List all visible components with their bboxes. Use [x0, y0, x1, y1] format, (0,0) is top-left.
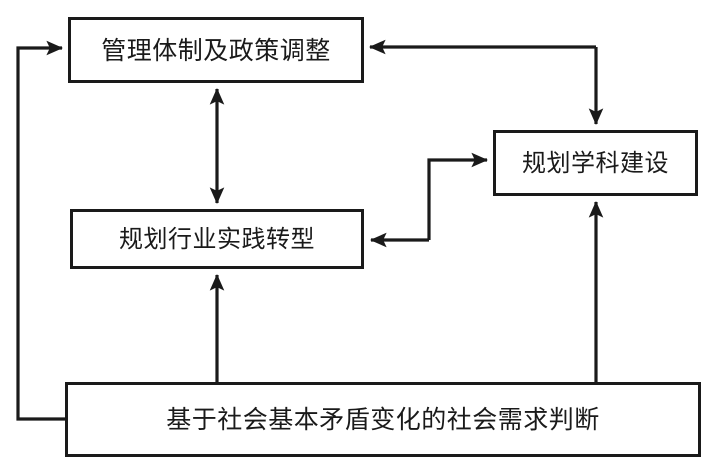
node-demand-label: 基于社会基本矛盾变化的社会需求判断	[166, 405, 600, 434]
node-policy-system-adjustment[interactable]: 管理体制及政策调整	[68, 17, 364, 83]
edge-demand-to-policy	[16, 40, 65, 421]
node-planning-discipline-construction[interactable]: 规划学科建设	[493, 130, 698, 196]
node-practice-label: 规划行业实践转型	[119, 225, 315, 253]
node-social-demand-judgement[interactable]: 基于社会基本矛盾变化的社会需求判断	[65, 382, 701, 457]
edge-practice-to-academic	[427, 152, 488, 240]
node-academic-label: 规划学科建设	[522, 149, 669, 177]
node-planning-industry-practice-transformation[interactable]: 规划行业实践转型	[70, 209, 364, 269]
node-policy-label: 管理体制及政策调整	[101, 35, 331, 65]
